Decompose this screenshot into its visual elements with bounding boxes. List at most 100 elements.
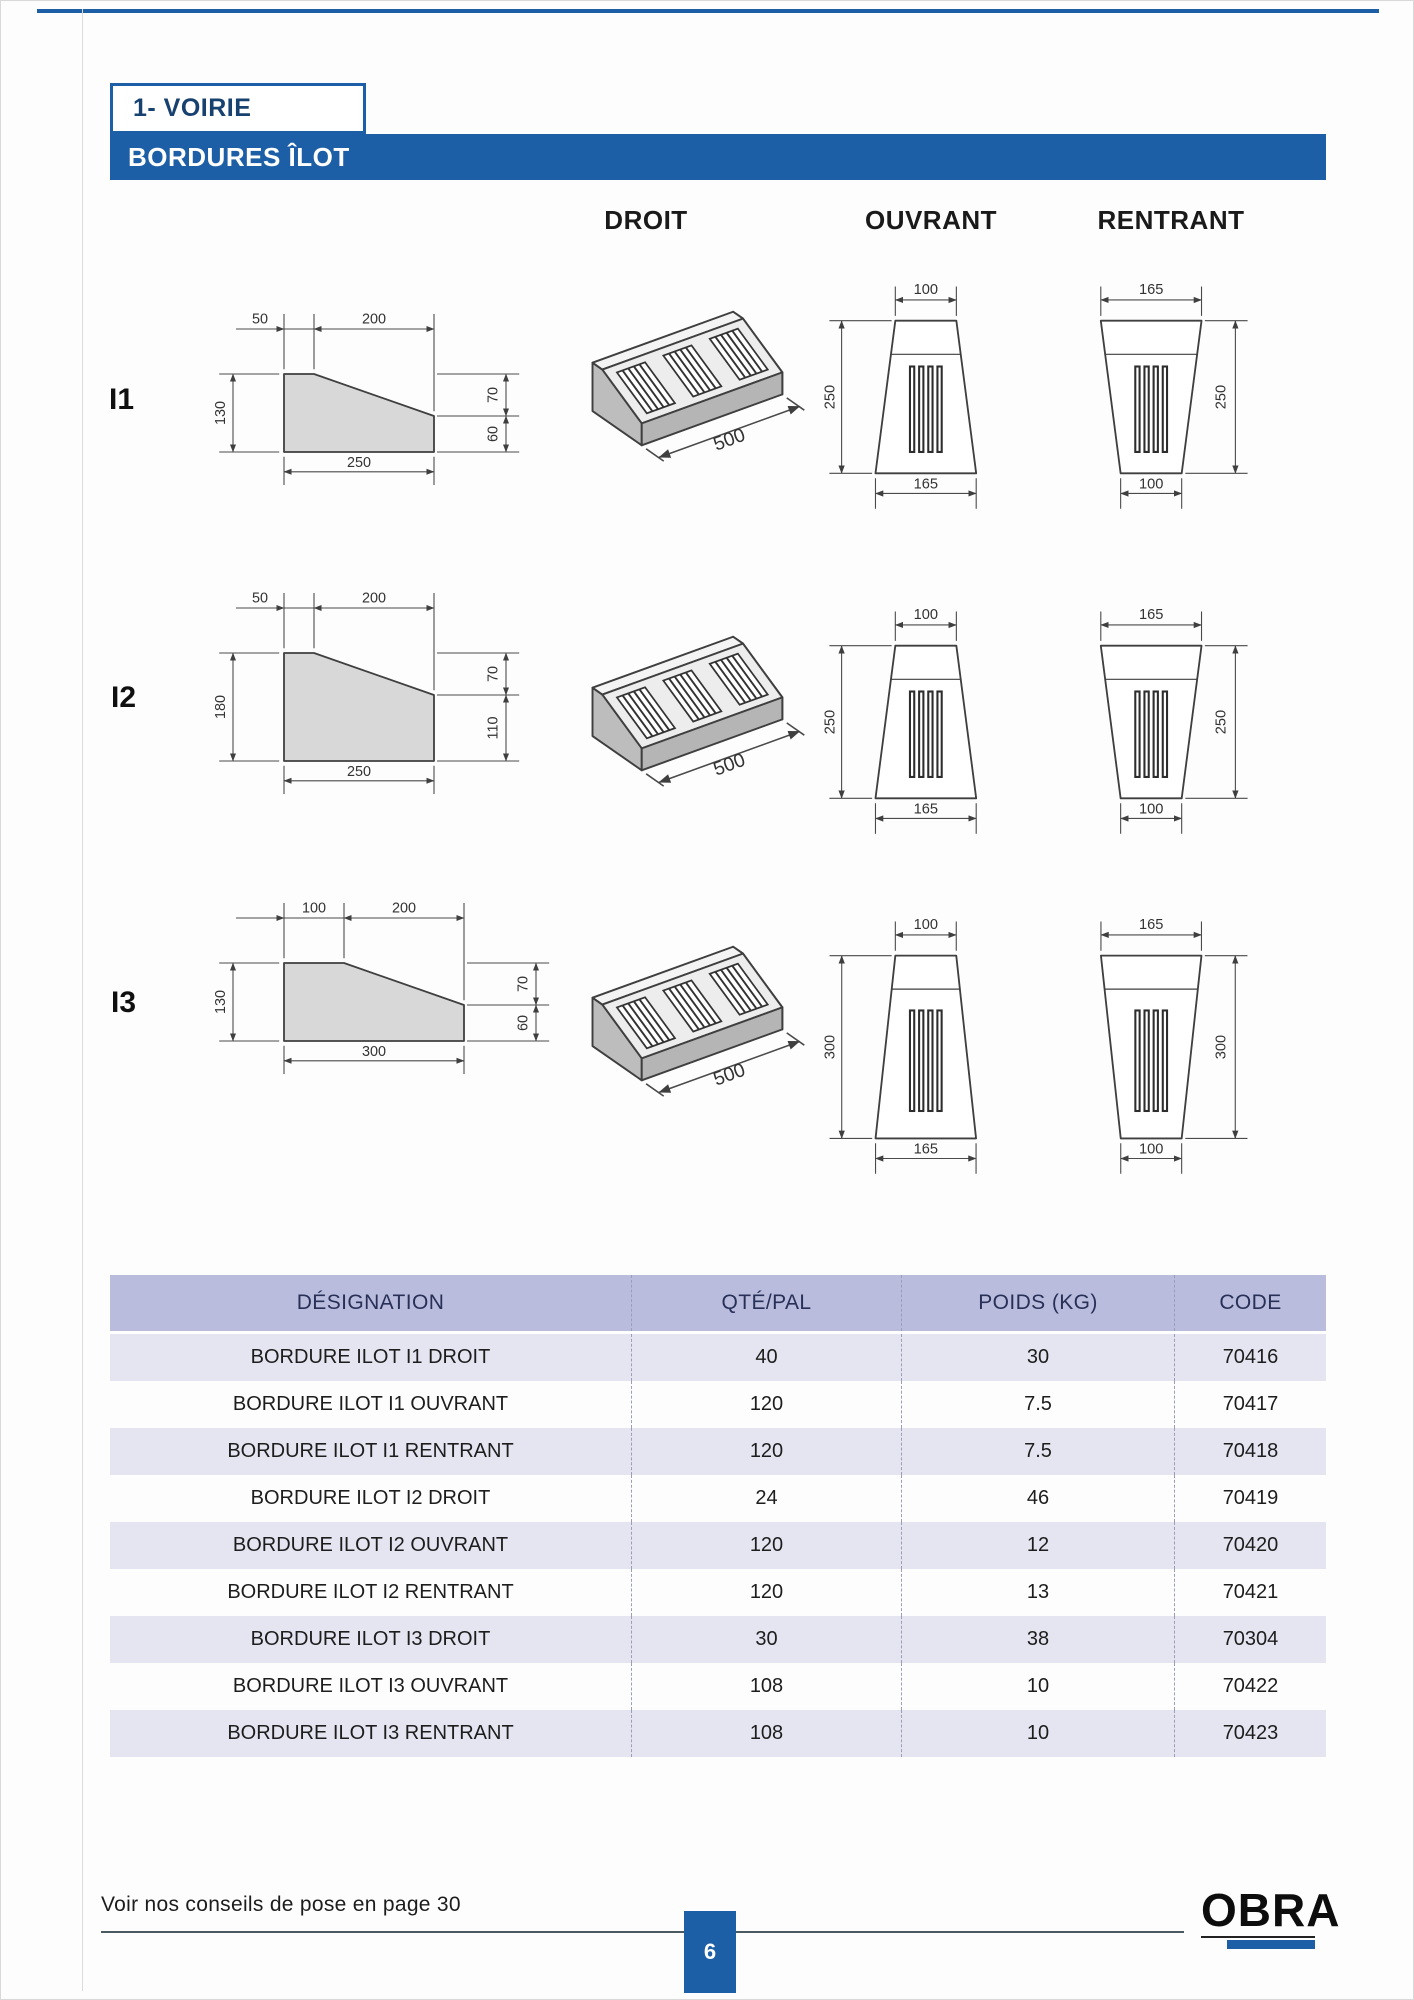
weight-cell: 7.5 <box>901 1381 1174 1428</box>
dim-label: 250 <box>1214 710 1230 734</box>
left-margin-rule <box>82 9 83 1991</box>
footer-note: Voir nos conseils de pose en page 30 <box>101 1893 461 1916</box>
groove-slots <box>908 690 943 778</box>
code-cell: 70420 <box>1174 1522 1326 1569</box>
qty-cell: 120 <box>631 1428 901 1475</box>
code-cell: 70304 <box>1174 1616 1326 1663</box>
table-header-qty-pal: QTÉ/PAL <box>631 1275 901 1331</box>
obra-logo-underline <box>1201 1936 1315 1938</box>
table-row: BORDURE ILOT I1 DROIT 40 30 70416 <box>110 1334 1326 1381</box>
dim-label: 100 <box>914 607 938 623</box>
i2-section-drawing: 50 200 180 70 110 250 <box>213 591 520 794</box>
groove-panels <box>615 652 770 740</box>
code-cell: 70421 <box>1174 1569 1326 1616</box>
dim-label: 200 <box>362 312 386 328</box>
qty-cell: 30 <box>631 1616 901 1663</box>
dim-label: 50 <box>252 312 268 328</box>
qty-cell: 108 <box>631 1663 901 1710</box>
code-cell: 70418 <box>1174 1428 1326 1475</box>
i1-droit-3d-drawing: 500 <box>591 310 805 462</box>
column-header-rentrant: RENTRANT <box>1097 205 1245 235</box>
groove-panels <box>615 327 770 415</box>
i2-droit-3d-drawing: 500 <box>591 635 805 787</box>
groove-slots <box>1134 690 1169 778</box>
designation-cell: BORDURE ILOT I2 OUVRANT <box>232 1534 509 1556</box>
dim-label: 165 <box>1139 917 1163 933</box>
designation-cell: BORDURE ILOT I3 OUVRANT <box>232 1675 509 1697</box>
footer-rule <box>101 1931 1184 1933</box>
designation-cell: BORDURE ILOT I2 RENTRANT <box>227 1581 514 1603</box>
code-cell: 70423 <box>1174 1710 1326 1757</box>
dim-label: 60 <box>486 426 502 442</box>
i2-rentrant-drawing: 165 250 100 <box>1099 607 1248 834</box>
code-cell: 70417 <box>1174 1381 1326 1428</box>
table-row: BORDURE ILOT I2 DROIT 24 46 70419 <box>110 1475 1326 1522</box>
i3-rentrant-drawing: 165 300 100 <box>1100 917 1248 1174</box>
row-label-i2: I2 <box>111 681 137 714</box>
dim-label: 165 <box>914 802 938 818</box>
i3-section-drawing: 100 200 130 70 60 300 <box>213 901 550 1074</box>
page-number: 6 <box>703 1939 717 1964</box>
dim-label: 300 <box>1214 1035 1230 1059</box>
table-header-designation: DÉSIGNATION <box>296 1291 445 1314</box>
dim-label: 50 <box>252 591 268 607</box>
table-header-code: CODE <box>1174 1275 1326 1331</box>
weight-cell: 12 <box>901 1522 1174 1569</box>
dim-label: 300 <box>822 1035 838 1059</box>
dim-label: 70 <box>486 387 502 403</box>
groove-panels <box>615 962 770 1050</box>
designation-cell: BORDURE ILOT I3 RENTRANT <box>227 1722 514 1744</box>
i1-section-drawing: 50 200 130 70 60 250 <box>213 312 520 485</box>
dim-label: 200 <box>362 591 386 607</box>
designation-cell: BORDURE ILOT I1 OUVRANT <box>232 1393 509 1415</box>
obra-logo: OBRA <box>1201 1884 1341 1936</box>
qty-cell: 40 <box>631 1334 901 1381</box>
row-label-i3: I3 <box>111 986 137 1019</box>
code-cell: 70416 <box>1174 1334 1326 1381</box>
groove-slots <box>908 365 943 453</box>
i3-ouvrant-drawing: 100 300 165 <box>822 917 977 1174</box>
designation-cell: BORDURE ILOT I1 DROIT <box>250 1346 491 1368</box>
table-row: BORDURE ILOT I1 OUVRANT 120 7.5 70417 <box>110 1381 1326 1428</box>
dim-label: 70 <box>486 666 502 682</box>
table-header-row: DÉSIGNATION QTÉ/PAL POIDS (KG) CODE <box>110 1275 1326 1334</box>
dim-label: 165 <box>1139 282 1163 298</box>
i1-rentrant-drawing: 165 250 100 <box>1099 282 1248 509</box>
groove-slots <box>908 1009 943 1113</box>
table-row: BORDURE ILOT I3 DROIT 30 38 70304 <box>110 1616 1326 1663</box>
i1-ouvrant-drawing: 100 250 165 <box>822 282 978 509</box>
section-tab: 1- VOIRIE <box>110 83 366 134</box>
page-banner: BORDURES ÎLOT <box>110 134 1326 180</box>
dim-label: 500 <box>711 750 748 781</box>
dim-label: 70 <box>516 976 532 992</box>
dim-label: 200 <box>392 901 416 917</box>
weight-cell: 30 <box>901 1334 1174 1381</box>
column-header-ouvrant: OUVRANT <box>864 205 998 235</box>
dim-label: 100 <box>914 282 938 298</box>
dim-label: 165 <box>914 1142 938 1158</box>
dim-label: 165 <box>1139 607 1163 623</box>
dim-label: 100 <box>302 901 326 917</box>
dim-label: 250 <box>822 385 838 409</box>
qty-cell: 120 <box>631 1569 901 1616</box>
table-row: BORDURE ILOT I2 RENTRANT 120 13 70421 <box>110 1569 1326 1616</box>
column-header-droit: DROIT <box>604 205 688 235</box>
designation-cell: BORDURE ILOT I2 DROIT <box>250 1487 491 1509</box>
dim-label: 500 <box>711 425 748 456</box>
dim-label: 250 <box>822 710 838 734</box>
dim-label: 100 <box>1139 1142 1163 1158</box>
section-tab-label: 1- VOIRIE <box>133 94 252 122</box>
i3-droit-3d-drawing: 500 <box>591 945 805 1097</box>
qty-cell: 108 <box>631 1710 901 1757</box>
dim-label: 130 <box>213 990 229 1014</box>
dim-label: 100 <box>1139 477 1163 493</box>
i2-ouvrant-drawing: 100 250 165 <box>822 607 978 834</box>
dim-label: 250 <box>1214 385 1230 409</box>
row-label-i1: I1 <box>109 383 135 416</box>
table-row: BORDURE ILOT I3 RENTRANT 108 10 70423 <box>110 1710 1326 1757</box>
weight-cell: 38 <box>901 1616 1174 1663</box>
dim-label: 250 <box>347 764 371 780</box>
qty-cell: 120 <box>631 1522 901 1569</box>
weight-cell: 46 <box>901 1475 1174 1522</box>
